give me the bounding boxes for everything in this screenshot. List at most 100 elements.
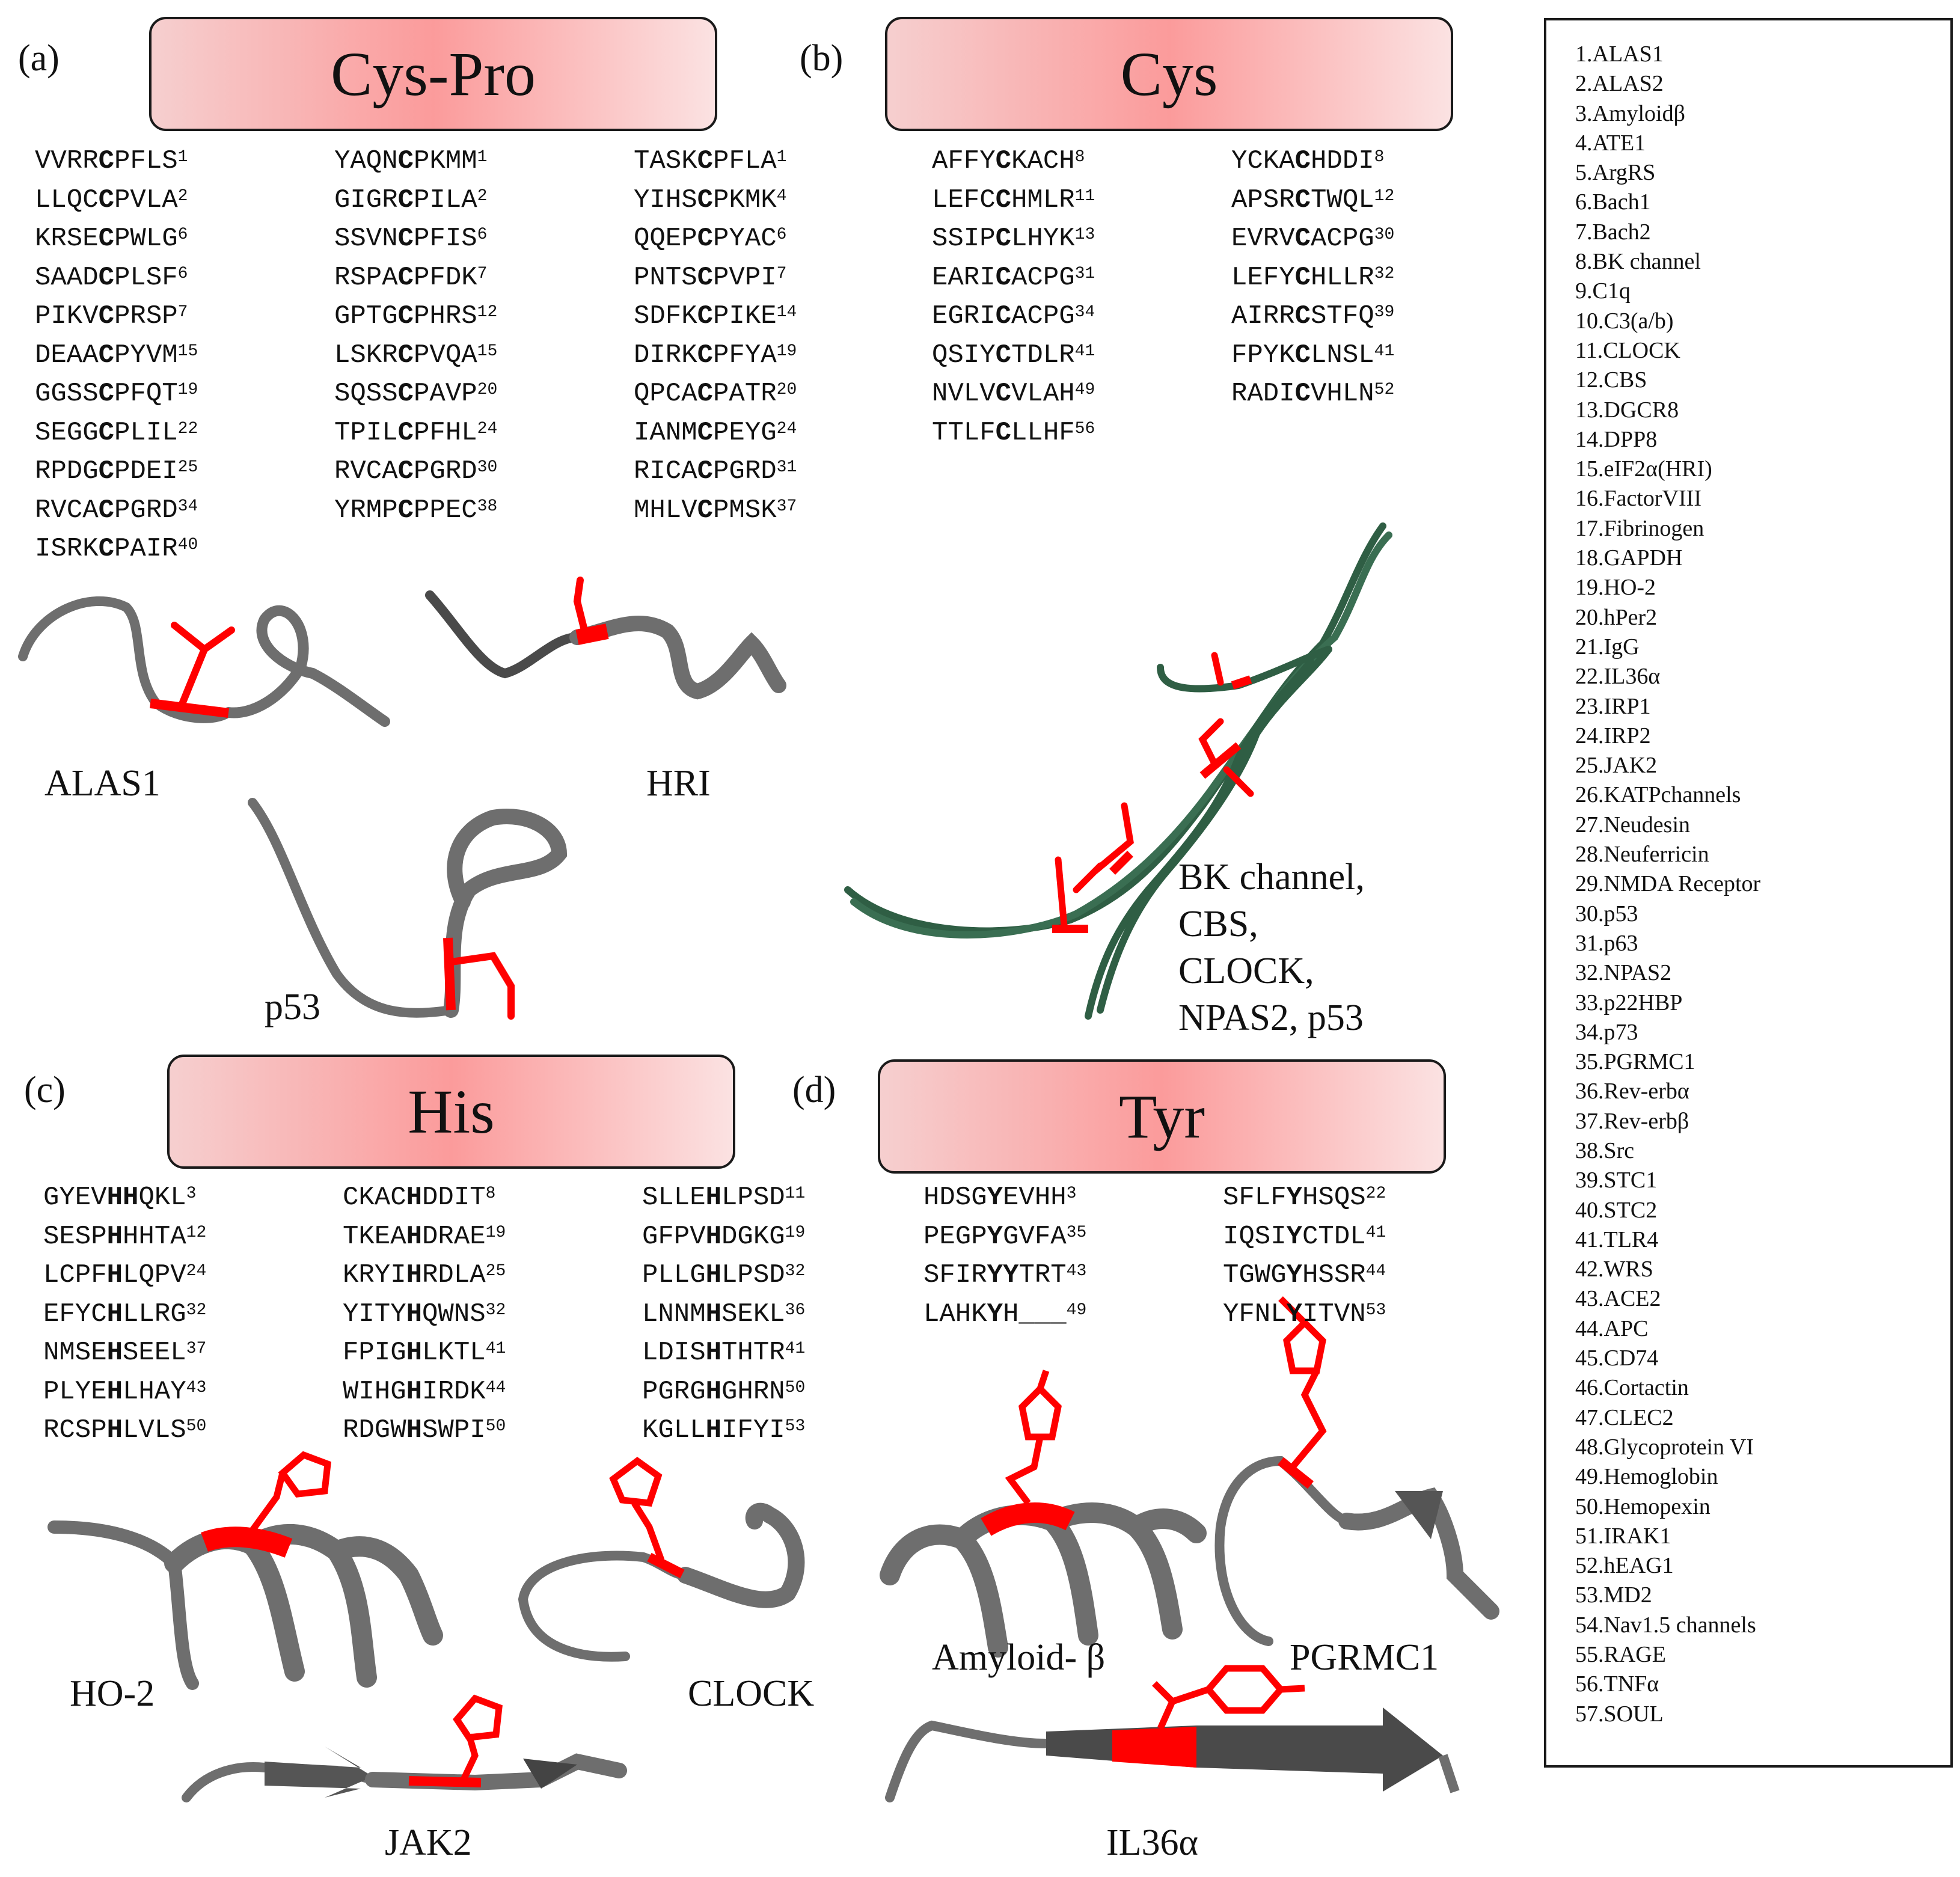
legend-item: 24.IRP2 (1575, 723, 1651, 749)
highlighted-residue: C (697, 146, 714, 176)
reference-number: 3 (186, 1184, 197, 1203)
reference-number: 19 (785, 1223, 806, 1242)
legend-item: 37.Rev-erbβ (1575, 1108, 1689, 1134)
highlighted-residue: C (697, 262, 714, 293)
alas1-structure (18, 596, 390, 727)
reference-number: 19 (485, 1223, 506, 1242)
sequence-row: MHLVCPMSK37 (634, 495, 797, 525)
highlighted-residue: H (705, 1221, 722, 1252)
highlighted-residue: H (106, 1260, 123, 1290)
highlighted-residue: C (98, 262, 115, 293)
sequence-row: GIGRCPILA2 (334, 185, 488, 215)
highlighted-residue: C (697, 379, 714, 409)
sequence-row: APSRCTWQL12 (1231, 185, 1395, 215)
sequence-row: LEFYCHLLR32 (1231, 262, 1395, 293)
reference-number: 6 (177, 264, 188, 283)
reference-number: 7 (776, 264, 787, 283)
sequence-row: IQSIYCTDL41 (1223, 1221, 1386, 1252)
highlighted-residue: C (995, 301, 1012, 331)
highlighted-residue: C (697, 301, 714, 331)
sequence-row: AFFYCKACH8 (932, 146, 1085, 176)
p53-structure-a (248, 798, 568, 1020)
reference-number: 50 (485, 1417, 506, 1436)
legend-item: 46.Cortactin (1575, 1375, 1689, 1401)
il36a-structure (885, 1665, 1460, 1802)
highlighted-residue: H (106, 1338, 123, 1368)
highlighted-residue: H (406, 1376, 423, 1407)
highlighted-residue: H (106, 1376, 123, 1407)
caption-alas1: ALAS1 (44, 763, 161, 804)
caption-p53: p53 (265, 987, 320, 1027)
sequence-row: YFNLYITVN53 (1223, 1299, 1386, 1329)
legend-item: 56.TNFα (1575, 1671, 1659, 1697)
sequence-row: AIRRCSTFQ39 (1231, 301, 1395, 331)
legend-item: 30.p53 (1575, 901, 1638, 926)
highlighted-residue: C (1294, 379, 1311, 409)
sequence-row: EARICACPG31 (932, 262, 1095, 293)
reference-number: 31 (1074, 264, 1095, 283)
highlighted-residue: H (106, 1415, 123, 1445)
legend-item: 53.MD2 (1575, 1582, 1652, 1608)
sequence-row: RSPACPFDK7 (334, 262, 488, 293)
highlighted-residue: C (397, 262, 414, 293)
highlighted-residue: Y (1286, 1183, 1303, 1213)
reference-number: 49 (1074, 381, 1095, 399)
panel-d-header: Tyr (878, 1059, 1446, 1174)
highlighted-residue: C (98, 495, 115, 525)
sequence-row: YRMPCPPEC38 (334, 495, 498, 525)
highlighted-residue: C (98, 301, 115, 331)
legend-item: 1.ALAS1 (1575, 41, 1664, 67)
sequence-row: LSKRCPVQA15 (334, 340, 498, 370)
sequence-row: WIHGHIRDK44 (343, 1376, 506, 1407)
sequence-row: SFIRYYTRT43 (923, 1260, 1087, 1290)
reference-number: 50 (785, 1378, 806, 1397)
bk-caption-line: CLOCK, (1178, 951, 1314, 991)
sequence-row: GGSSCPFQT19 (35, 379, 198, 409)
sequence-row: GFPVHDGKG19 (642, 1221, 806, 1252)
reference-number: 30 (477, 458, 498, 477)
bk-caption-line: CBS, (1178, 904, 1258, 945)
legend-item: 28.Neuferricin (1575, 842, 1709, 868)
reference-number: 1 (177, 148, 188, 167)
sequence-row: SDFKCPIKE14 (634, 301, 797, 331)
highlighted-residue: C (995, 224, 1012, 254)
sequence-row: SESPHHHTA12 (43, 1221, 207, 1252)
reference-number: 19 (177, 381, 198, 399)
reference-number: 50 (186, 1417, 207, 1436)
reference-number: 52 (1374, 381, 1395, 399)
reference-number: 7 (477, 264, 488, 283)
highlighted-residue: C (98, 146, 115, 176)
highlighted-residue: H (406, 1183, 423, 1213)
highlighted-residue: C (98, 456, 115, 486)
legend-item: 48.Glycoprotein VI (1575, 1434, 1754, 1460)
legend-item: 2.ALAS2 (1575, 71, 1664, 97)
caption-amyloid: Amyloid- β (932, 1637, 1106, 1678)
legend-item: 14.DPP8 (1575, 426, 1658, 452)
highlighted-residue: C (397, 185, 414, 215)
jak2-structure (182, 1694, 627, 1802)
reference-number: 12 (477, 303, 498, 322)
caption-pgrmc1: PGRMC1 (1290, 1637, 1439, 1678)
reference-number: 41 (485, 1340, 506, 1358)
legend-item: 55.RAGE (1575, 1642, 1666, 1668)
sequence-row: KGLLHIFYI53 (642, 1415, 806, 1445)
reference-number: 40 (177, 536, 198, 554)
highlighted-residue: C (697, 417, 714, 448)
legend-item: 9.C1q (1575, 278, 1631, 304)
panel-b-structure-caption: BK channel, CBS, CLOCK, NPAS2, p53 (1178, 854, 1365, 1041)
legend-item: 26.KATPchannels (1575, 782, 1741, 808)
legend-item: 23.IRP1 (1575, 693, 1651, 719)
legend-item: 18.GAPDH (1575, 545, 1683, 571)
reference-number: 53 (785, 1417, 806, 1436)
highlighted-residue: C (697, 495, 714, 525)
highlighted-residue: C (98, 417, 115, 448)
reference-number: 36 (785, 1300, 806, 1320)
clock-structure-c (518, 1457, 805, 1662)
highlighted-residue: H (406, 1415, 423, 1445)
legend-item: 57.SOUL (1575, 1701, 1664, 1727)
highlighted-residue: C (995, 262, 1012, 293)
